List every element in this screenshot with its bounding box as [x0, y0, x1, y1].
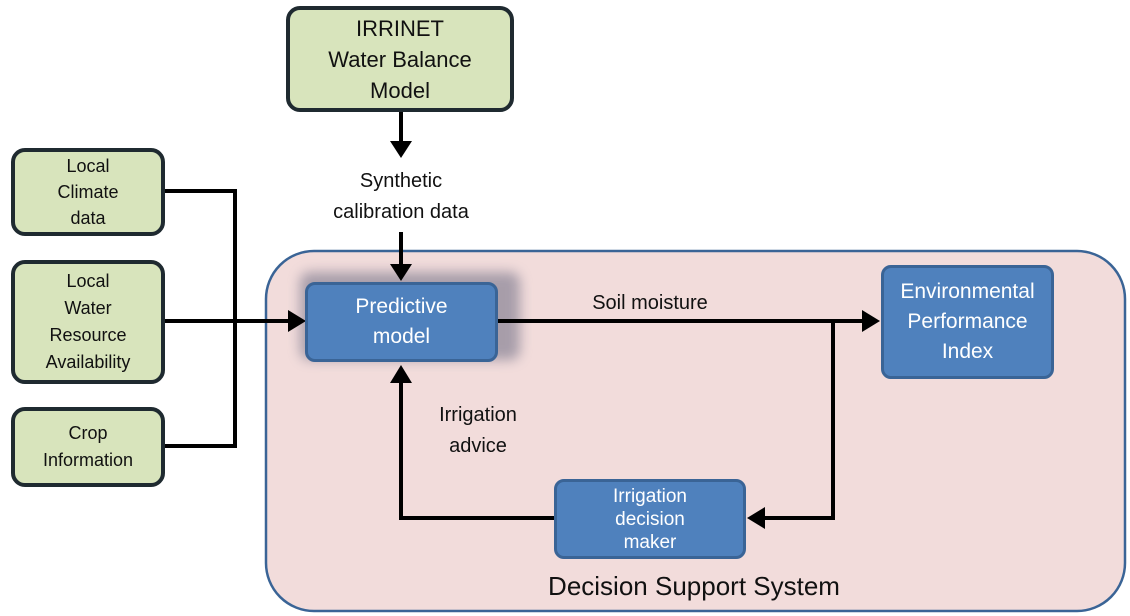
- climate-line-3: data: [70, 208, 106, 228]
- local-climate-data-box: Local Climate data: [11, 148, 165, 236]
- water-line-3: Resource: [49, 325, 127, 345]
- arrowhead-decision-maker: [747, 507, 765, 529]
- water-line-1: Local: [66, 271, 110, 291]
- crop-line-2: Information: [42, 450, 134, 470]
- environmental-line-3: Index: [941, 340, 994, 363]
- connector-soil-moisture-to-decision: [762, 321, 835, 520]
- soil-moisture-label: Soil moisture: [560, 290, 740, 316]
- arrowhead-predictive-bottom: [390, 365, 412, 383]
- arrowhead-predictive-left: [288, 310, 306, 332]
- arrowhead-predictive-top: [390, 264, 412, 281]
- environmental-line-1: Environmental: [900, 280, 1035, 303]
- irrinet-line-1: IRRINET: [356, 15, 444, 41]
- environmental-performance-index-box: Environmental Performance Index: [881, 265, 1054, 379]
- irrinet-line-2: Water Balance: [328, 46, 472, 72]
- synthetic-line-2: calibration data: [333, 201, 469, 223]
- climate-line-2: Climate: [57, 182, 119, 202]
- predictive-model-box: Predictive model: [305, 282, 498, 362]
- local-water-resource-box: Local Water Resource Availability: [11, 260, 165, 384]
- advice-line-1: Irrigation: [439, 404, 517, 426]
- irrigation-decision-maker-box: Irrigation decision maker: [554, 479, 746, 559]
- environmental-line-2: Performance: [907, 310, 1028, 333]
- decision-support-system-title: Decision Support System: [494, 568, 894, 604]
- water-line-4: Availability: [45, 352, 131, 372]
- arrowhead-calibration: [390, 141, 412, 158]
- water-line-2: Water: [64, 298, 112, 318]
- soil-moisture-text: Soil moisture: [592, 292, 708, 314]
- decision-line-2: decision: [615, 508, 685, 530]
- decision-line-1: Irrigation: [613, 485, 687, 507]
- system-title-text: Decision Support System: [548, 571, 840, 601]
- synthetic-line-1: Synthetic: [359, 170, 443, 192]
- decision-line-3: maker: [623, 531, 677, 553]
- crop-line-1: Crop: [68, 423, 108, 443]
- irrinet-model-box: IRRINET Water Balance Model: [286, 6, 514, 112]
- synthetic-calibration-label: Synthetic calibration data: [301, 166, 501, 228]
- predictive-line-2: model: [372, 325, 431, 348]
- arrowhead-environmental: [862, 310, 880, 332]
- advice-line-2: advice: [449, 435, 507, 457]
- irrigation-advice-label: Irrigation advice: [408, 400, 548, 462]
- connector-climate-data: [165, 189, 237, 448]
- crop-information-box: Crop Information: [11, 407, 165, 487]
- connector-irrigation-advice: [399, 380, 555, 520]
- climate-line-1: Local: [66, 156, 110, 176]
- irrinet-line-3: Model: [370, 77, 430, 103]
- predictive-line-1: Predictive: [355, 295, 448, 318]
